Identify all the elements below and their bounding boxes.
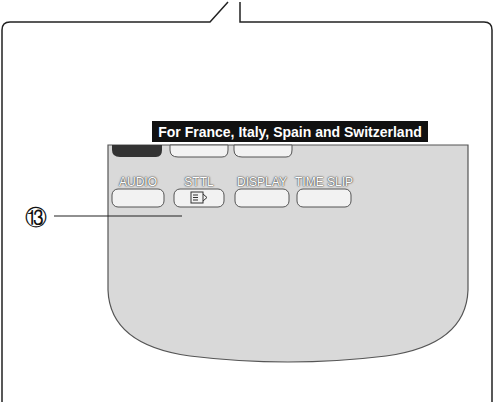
button-label: AUDIO: [119, 175, 157, 189]
button: [174, 189, 224, 207]
callout-number: ⑬: [25, 203, 47, 233]
button: [170, 145, 228, 157]
button-label: STTL: [184, 175, 213, 189]
button: [112, 189, 164, 207]
remote-body: [108, 145, 468, 362]
banner-text: For France, Italy, Spain and Switzerland: [158, 124, 421, 140]
banner: For France, Italy, Spain and Switzerland: [152, 121, 427, 142]
button: [235, 189, 289, 207]
button-label: DISPLAY: [237, 175, 287, 189]
teletext-icon: [193, 194, 207, 201]
leader-line: [54, 215, 182, 216]
button: [112, 145, 162, 157]
button-label: TIME SLIP: [295, 175, 353, 189]
button: [297, 189, 351, 207]
button: [234, 145, 292, 157]
